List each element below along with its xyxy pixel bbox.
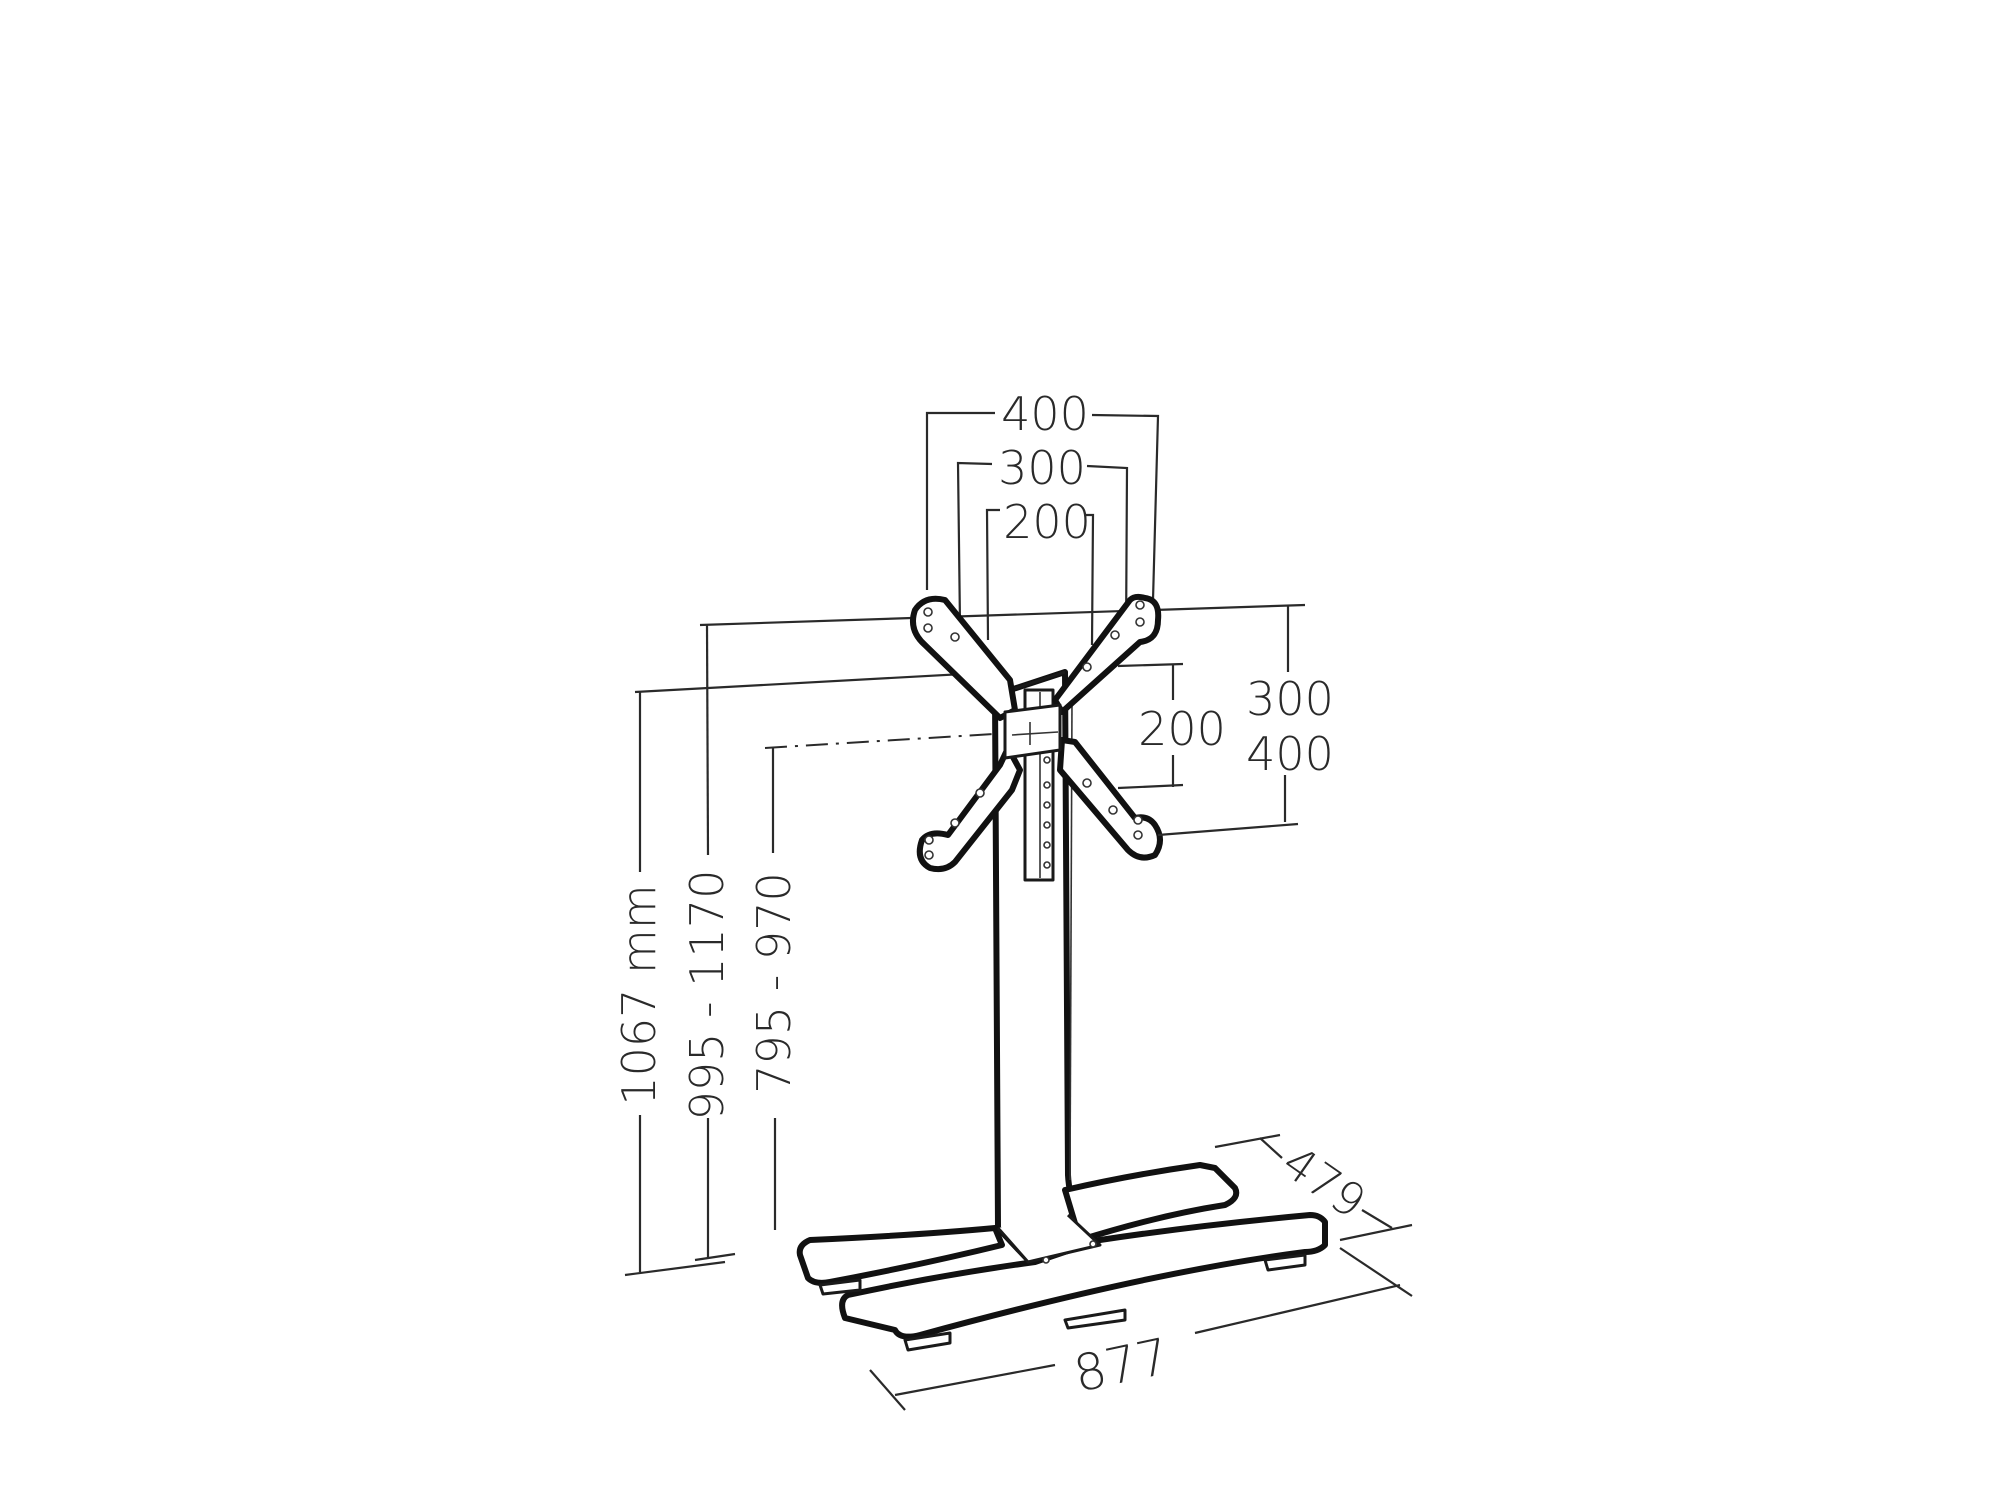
center-height-range-label: 795 - 970 bbox=[747, 872, 801, 1093]
top-height-range-label: 995 - 1170 bbox=[680, 870, 734, 1121]
stand-base bbox=[796, 1162, 1328, 1352]
total-height-label: 1067 mm bbox=[612, 884, 666, 1105]
height-dimensions: 1067 mm 995 - 1170 795 - 970 bbox=[612, 624, 801, 1277]
vesa-height-400-label: 400 bbox=[1246, 727, 1334, 781]
base-width-label: 877 bbox=[1069, 1327, 1174, 1404]
vesa-width-200-label: 200 bbox=[1003, 495, 1091, 549]
vesa-width-300-label: 300 bbox=[998, 441, 1086, 495]
vesa-width-400-label: 400 bbox=[1001, 387, 1089, 441]
vesa-height-dimensions: 200 300 400 bbox=[1117, 605, 1334, 837]
vesa-width-dimensions: 400 300 200 bbox=[925, 387, 1160, 646]
vesa-mount-plate bbox=[910, 593, 1163, 873]
vesa-height-200-label: 200 bbox=[1138, 702, 1226, 756]
vesa-height-300-label: 300 bbox=[1246, 672, 1334, 726]
